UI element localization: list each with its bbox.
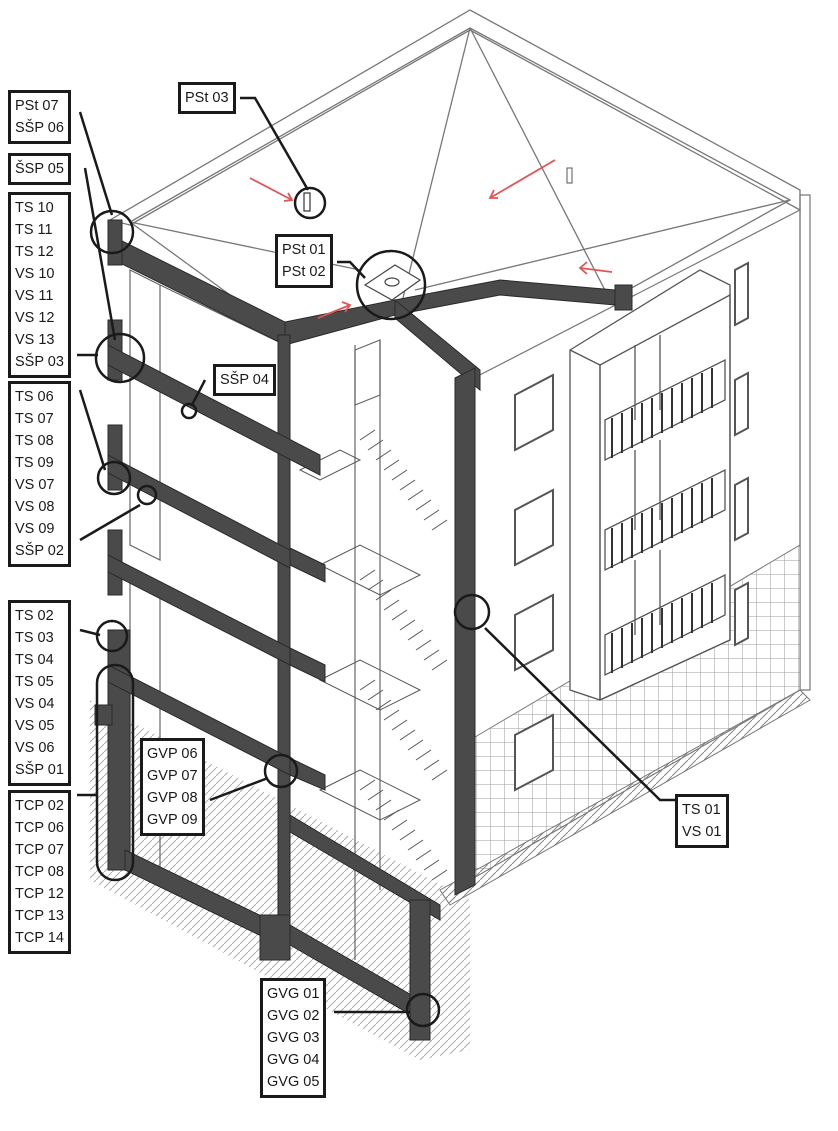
label-pst01: PSt 01 PSt 02 (275, 234, 333, 288)
label-ts10: TS 10 TS 11 TS 12 VS 10 VS 11 VS 12 VS 1… (8, 192, 71, 378)
label-line: VS 05 (15, 718, 55, 734)
label-line: VS 11 (15, 288, 54, 304)
label-line: PSt 02 (282, 264, 326, 280)
label-line: VS 12 (15, 310, 55, 326)
label-line: SŠP 06 (15, 120, 64, 136)
label-line: VS 07 (15, 477, 55, 493)
label-line: VS 09 (15, 521, 55, 537)
label-line: TS 10 (15, 200, 54, 216)
label-line: TS 12 (15, 244, 54, 260)
balcony-block (569, 269, 731, 702)
label-line: VS 10 (15, 266, 55, 282)
callout-circles (89, 186, 491, 1028)
label-line: TCP 12 (15, 886, 64, 902)
label-line: TCP 08 (15, 864, 64, 880)
label-line: TS 04 (15, 652, 54, 668)
structure-section (94, 219, 633, 1041)
label-ts02: TS 02 TS 03 TS 04 TS 05 VS 04 VS 05 VS 0… (8, 600, 71, 786)
label-gvg: GVG 01 GVG 02 GVG 03 GVG 04 GVG 05 (260, 978, 327, 1098)
roof-drain-mark (303, 192, 311, 212)
label-line: PSt 03 (185, 90, 229, 106)
label-line: GVP 06 (147, 746, 198, 762)
label-line: GVG 01 (267, 986, 320, 1002)
label-line: TS 09 (15, 455, 54, 471)
label-line: VS 06 (15, 740, 55, 756)
label-line: SŠP 01 (15, 762, 64, 778)
label-line: GVG 03 (267, 1030, 320, 1046)
label-ts06: TS 06 TS 07 TS 08 TS 09 VS 07 VS 08 VS 0… (8, 381, 71, 567)
label-line: TS 11 (15, 222, 53, 238)
label-ssp04: SŠP 04 (213, 364, 276, 396)
label-line: VS 08 (15, 499, 55, 515)
label-line: TS 08 (15, 433, 54, 449)
label-line: TS 02 (15, 608, 54, 624)
label-tcp: TCP 02 TCP 06 TCP 07 TCP 08 TCP 12 TCP 1… (8, 790, 71, 954)
label-ssp05: ŠSP 05 (8, 153, 71, 185)
label-line: VS 04 (15, 696, 55, 712)
label-line: TS 06 (15, 389, 54, 405)
label-line: PSt 07 (15, 98, 59, 114)
label-pst07: PSt 07 SŠP 06 (8, 90, 71, 144)
label-line: TS 05 (15, 674, 54, 690)
label-line: VS 13 (15, 332, 55, 348)
label-line: GVP 07 (147, 768, 198, 784)
roof-vent-mark (566, 167, 573, 184)
label-line: GVG 05 (267, 1074, 320, 1090)
label-line: SŠP 04 (220, 372, 269, 388)
label-line: TCP 14 (15, 930, 64, 946)
label-line: PSt 01 (282, 242, 326, 258)
label-line: GVG 04 (267, 1052, 320, 1068)
label-line: TCP 13 (15, 908, 64, 924)
label-pst03: PSt 03 (178, 82, 236, 114)
label-line: TCP 07 (15, 842, 64, 858)
label-line: TS 07 (15, 411, 54, 427)
label-line: GVP 08 (147, 790, 198, 806)
label-line: GVP 09 (147, 812, 198, 828)
leader-lines (77, 96, 675, 1014)
label-line: TS 03 (15, 630, 54, 646)
label-line: SŠP 03 (15, 354, 64, 370)
stairs (298, 429, 448, 881)
label-line: TCP 02 (15, 798, 64, 814)
roof-arrows (249, 159, 613, 319)
label-line: VS 01 (682, 824, 722, 840)
label-ts01: TS 01 VS 01 (675, 794, 729, 848)
label-line: TS 01 (682, 802, 721, 818)
label-gvp: GVP 06 GVP 07 GVP 08 GVP 09 (140, 738, 205, 836)
windows (514, 261, 749, 792)
roof-outlet (363, 264, 422, 301)
label-line: SŠP 02 (15, 543, 64, 559)
label-line: TCP 06 (15, 820, 64, 836)
label-line: ŠSP 05 (15, 161, 64, 177)
label-line: GVG 02 (267, 1008, 320, 1024)
